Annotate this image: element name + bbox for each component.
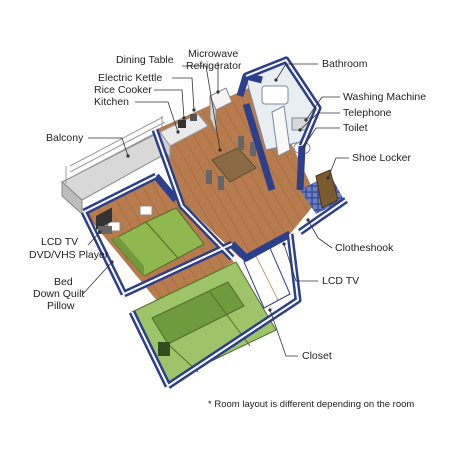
label-microwave: Microwave	[188, 48, 238, 60]
label-lcd-tv-bedroom: LCD TV	[41, 236, 78, 248]
beds	[107, 205, 205, 277]
label-refrigerator: Refrigerator	[186, 60, 242, 72]
callout-labels: Dining Table Microwave Refrigerator Bath…	[29, 48, 426, 410]
label-dining-table: Dining Table	[116, 54, 174, 66]
bathtub-icon	[261, 85, 289, 105]
balcony-area	[61, 116, 177, 216]
label-closet: Closet	[302, 350, 332, 362]
label-electric-kettle: Electric Kettle	[98, 72, 162, 84]
label-rice-cooker: Rice Cooker	[94, 84, 152, 96]
label-bathroom: Bathroom	[322, 58, 368, 70]
label-lcd-tv-living: LCD TV	[322, 275, 359, 287]
room-layout-note: * Room layout is different depending on …	[208, 399, 414, 410]
label-dvd-vhs-player: DVD/VHS Player	[29, 249, 109, 261]
label-down-quilt: Down Quilt	[33, 288, 84, 300]
label-clotheshook: Clotheshook	[335, 242, 394, 254]
floor-plan	[61, 56, 348, 389]
label-balcony: Balcony	[46, 132, 84, 144]
dining-set	[206, 136, 257, 190]
label-telephone: Telephone	[343, 107, 392, 119]
bedroom-lcd-tv	[96, 207, 112, 234]
label-kitchen: Kitchen	[94, 96, 129, 108]
pillow-icon	[139, 205, 153, 216]
kettle-icon	[178, 120, 186, 128]
label-toilet: Toilet	[343, 122, 368, 134]
walls	[80, 56, 348, 389]
label-washing-machine: Washing Machine	[343, 91, 426, 103]
label-bed: Bed	[54, 276, 73, 288]
leader-lines	[81, 62, 349, 357]
tatami-cushion	[158, 342, 170, 356]
refrigerator	[209, 87, 233, 133]
rice-cooker-icon	[190, 114, 197, 121]
entrance	[300, 169, 344, 214]
label-shoe-locker: Shoe Locker	[352, 152, 411, 164]
label-pillow: Pillow	[47, 300, 75, 312]
